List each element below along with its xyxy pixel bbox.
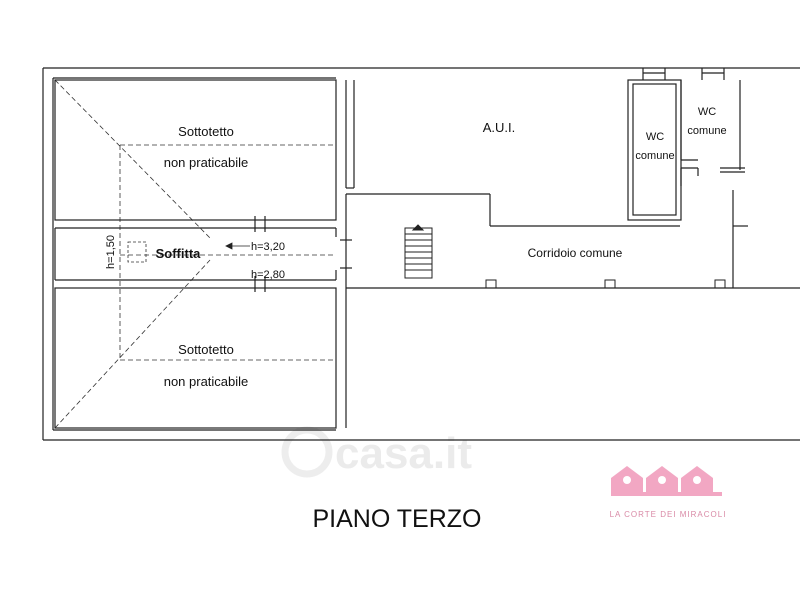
watermark-logo-icon: [281, 426, 333, 478]
wc-right-label: WC: [698, 106, 716, 118]
height-label-3: h=1,50: [105, 235, 117, 269]
plan-title: PIANO TERZO: [312, 505, 481, 533]
wc-walls: [627, 68, 745, 221]
pillars: [485, 279, 726, 289]
staircase: [404, 224, 433, 279]
aui-label: A.U.I.: [483, 120, 516, 135]
sottotetto-top-label: Sottotetto: [178, 124, 234, 139]
logo-houses-icon: [611, 466, 722, 496]
wc-left-label: WC: [646, 131, 664, 143]
wc-right-sublabel: comune: [687, 125, 726, 137]
wc-left-sublabel: comune: [635, 150, 674, 162]
roof-lines: [54, 79, 336, 429]
outer-walls: [42, 67, 800, 441]
sottotetto-bottom-label: Sottotetto: [178, 342, 234, 357]
soffitta-label: Soffitta: [156, 246, 202, 261]
sottotetto-top-sublabel: non praticabile: [164, 155, 249, 170]
height-label-1: h=3,20: [251, 241, 285, 253]
soffitta-marker: [127, 241, 147, 263]
logo-text: LA CORTE DEI MIRACOLI: [610, 510, 727, 519]
watermark: casa.it: [281, 426, 472, 478]
height-label-2: h=2,80: [251, 269, 285, 281]
watermark-text: casa.it: [335, 429, 472, 478]
height-arrows: [225, 242, 250, 250]
left-block-walls: [54, 79, 352, 429]
corridoio-label: Corridoio comune: [528, 246, 623, 260]
brand-logo: LA CORTE DEI MIRACOLI: [610, 466, 727, 519]
sottotetto-bottom-sublabel: non praticabile: [164, 374, 249, 389]
